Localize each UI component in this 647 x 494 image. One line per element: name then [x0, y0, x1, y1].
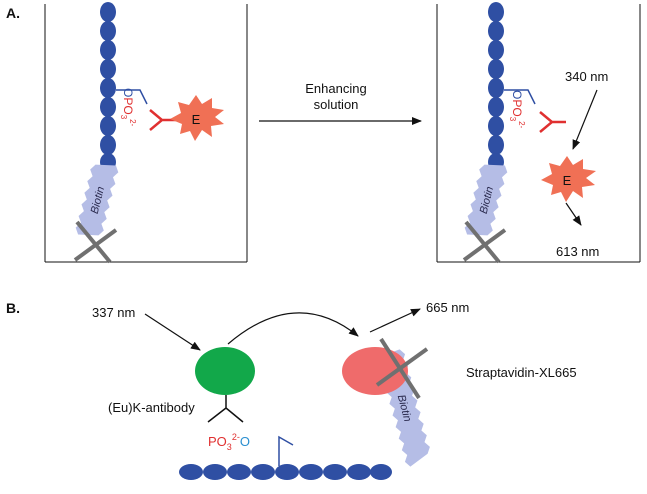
po-charge-left: 2-	[128, 119, 137, 126]
linker-right	[504, 89, 536, 105]
acceptor-xl665	[342, 347, 408, 395]
cross-right	[462, 220, 507, 264]
antibody-right	[539, 111, 566, 133]
enzyme-label-left: E	[192, 112, 201, 127]
panel-b-label: B.	[6, 300, 20, 316]
energy-transfer-arrow	[227, 312, 359, 345]
arrow-text-line2: solution	[314, 97, 359, 112]
po-right: PO	[510, 99, 524, 116]
phosphate-label-b: PO32-O	[208, 432, 250, 452]
po-sub-b: 3	[227, 442, 232, 452]
enhancing-solution-step: Enhancing solution	[259, 81, 422, 125]
po-charge-b: 2-	[232, 432, 240, 442]
panel-a-label: A.	[6, 5, 20, 21]
antibody-b	[207, 395, 244, 423]
biotin-left: Biotin	[75, 164, 119, 236]
excitation-arrow-b	[144, 313, 201, 351]
po-sub-right: 3	[508, 117, 517, 122]
enzyme-right: E	[541, 156, 596, 202]
bead-chain-b	[179, 464, 392, 480]
donor-eu-cryptate	[195, 347, 255, 395]
po-sub-left: 3	[119, 115, 128, 120]
phosphate-left: OPO32-	[119, 88, 137, 127]
acceptor-label-b: Straptavidin-XL665	[466, 365, 577, 380]
enzyme-label-right: E	[563, 173, 572, 188]
antibody-left	[149, 109, 176, 131]
emission-arrow-b	[369, 308, 421, 333]
bead-chain-left	[100, 2, 116, 171]
enzyme-left: E	[170, 95, 224, 141]
arrow-text-line1: Enhancing	[305, 81, 366, 96]
biotin-right: Biotin	[464, 164, 508, 236]
excitation-label-b: 337 nm	[92, 305, 135, 320]
emission-label-a: 613 nm	[556, 244, 599, 259]
emission-label-b: 665 nm	[426, 300, 469, 315]
o-left: O	[121, 88, 135, 97]
right-box: Biotin OPO32- 340 nm E 613 nm	[436, 2, 641, 264]
phosphate-right: OPO32-	[508, 90, 526, 129]
cross-left	[73, 220, 118, 264]
po-b: PO	[208, 434, 227, 449]
linker-b	[278, 435, 294, 466]
po-left: PO	[121, 97, 135, 114]
left-box: Biotin OPO32- E	[44, 2, 248, 264]
cross-b	[375, 337, 429, 400]
linker-left	[116, 89, 148, 105]
excitation-arrow-a	[572, 89, 598, 150]
excitation-label-a: 340 nm	[565, 69, 608, 84]
emission-arrow-a	[565, 202, 582, 226]
bead-chain-right	[488, 2, 504, 171]
antibody-label-b: (Eu)K-antibody	[108, 400, 195, 415]
o-b: O	[240, 434, 250, 449]
svg-text:OPO32-: OPO32-	[508, 90, 526, 129]
o-right: O	[510, 90, 524, 99]
po-charge-right: 2-	[517, 121, 526, 128]
svg-text:OPO32-: OPO32-	[119, 88, 137, 127]
